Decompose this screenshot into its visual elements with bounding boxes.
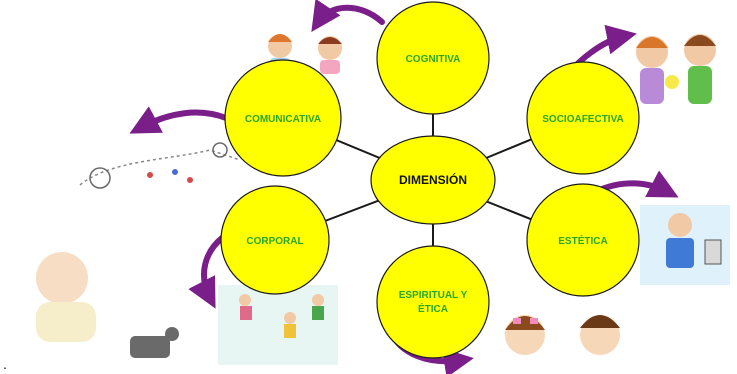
node-estetica: ESTÉTICA bbox=[526, 183, 640, 297]
node-cognitiva: COGNITIVA bbox=[376, 1, 490, 115]
children-jumping-illustration bbox=[218, 285, 338, 365]
center-node-label: DIMENSIÓN bbox=[399, 172, 467, 187]
arrow-comunicativa bbox=[129, 106, 229, 134]
node-estetica-label: ESTÉTICA bbox=[558, 234, 607, 247]
arrow-corporal bbox=[188, 235, 225, 309]
node-cognitiva-label: COGNITIVA bbox=[406, 54, 461, 65]
node-espiritual-label-line1: ESPIRITUAL Y bbox=[399, 290, 468, 301]
caption-mark: . bbox=[3, 356, 7, 372]
arrow-cognitiva bbox=[311, 0, 385, 32]
painter-illustration bbox=[640, 205, 730, 285]
sketch-illustration bbox=[79, 142, 241, 189]
center-node: DIMENSIÓN bbox=[370, 135, 496, 225]
node-socioafectiva: SOCIOAFECTIVA bbox=[526, 61, 640, 175]
node-espiritual-label-line2: ÉTICA bbox=[418, 302, 448, 315]
node-corporal-label: CORPORAL bbox=[246, 236, 303, 247]
node-comunicativa-label: COMUNICATIVA bbox=[245, 114, 321, 125]
node-socioafectiva-label: SOCIOAFECTIVA bbox=[542, 114, 623, 125]
node-corporal: CORPORAL bbox=[220, 185, 330, 295]
baby-illustration bbox=[36, 252, 179, 358]
node-comunicativa: COMUNICATIVA bbox=[224, 59, 342, 177]
friends-illustration bbox=[636, 34, 716, 104]
praying-children-illustration bbox=[505, 315, 620, 355]
node-espiritual: ESPIRITUAL Y ÉTICA bbox=[376, 245, 490, 359]
